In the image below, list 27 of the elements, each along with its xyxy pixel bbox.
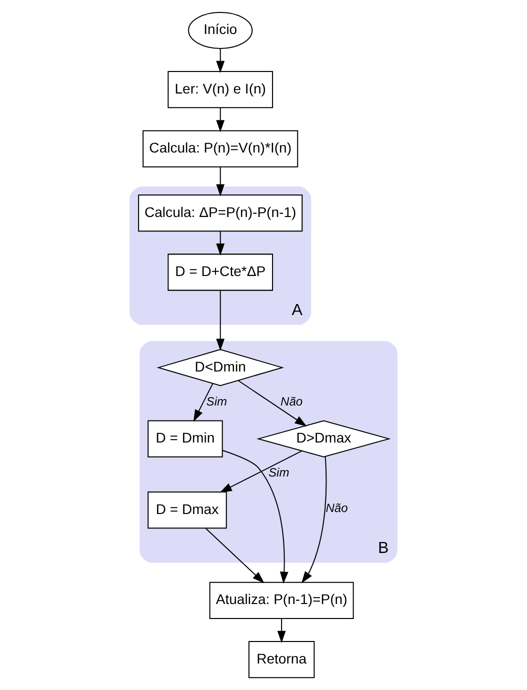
arrow <box>216 108 225 132</box>
node-box: Calcula: P(n)=V(n)*I(n) <box>142 130 298 168</box>
arrow <box>216 167 225 196</box>
node-diamond: D>Dmax <box>256 420 391 458</box>
node-diamond: D<Dmin <box>156 349 284 386</box>
node-box: Calcula: ΔP=P(n)-P(n-1) <box>138 194 303 232</box>
node-ellipse: Início <box>188 12 253 49</box>
edge-label: Sim <box>268 466 290 480</box>
arrow <box>220 450 302 493</box>
arrow <box>222 450 288 584</box>
arrow <box>216 48 225 73</box>
node-box: Atualiza: P(n-1)=P(n) <box>209 582 354 619</box>
edge-label: Não <box>280 394 303 408</box>
node-box: D = D+Cte*ΔP <box>168 254 274 291</box>
arrow <box>193 383 214 422</box>
arrow <box>216 231 225 256</box>
node-box: Retorna <box>248 641 315 678</box>
arrow <box>238 380 307 427</box>
node-box: Ler: V(n) e I(n) <box>168 71 274 108</box>
edge-label: Não <box>326 501 348 516</box>
edge-label: Sim <box>206 394 228 408</box>
arrow <box>277 618 286 643</box>
arrow <box>301 456 327 584</box>
arrow <box>216 290 225 351</box>
arrow <box>206 528 264 584</box>
node-box: D = Dmax <box>148 492 227 529</box>
node-box: D = Dmin <box>148 420 223 458</box>
